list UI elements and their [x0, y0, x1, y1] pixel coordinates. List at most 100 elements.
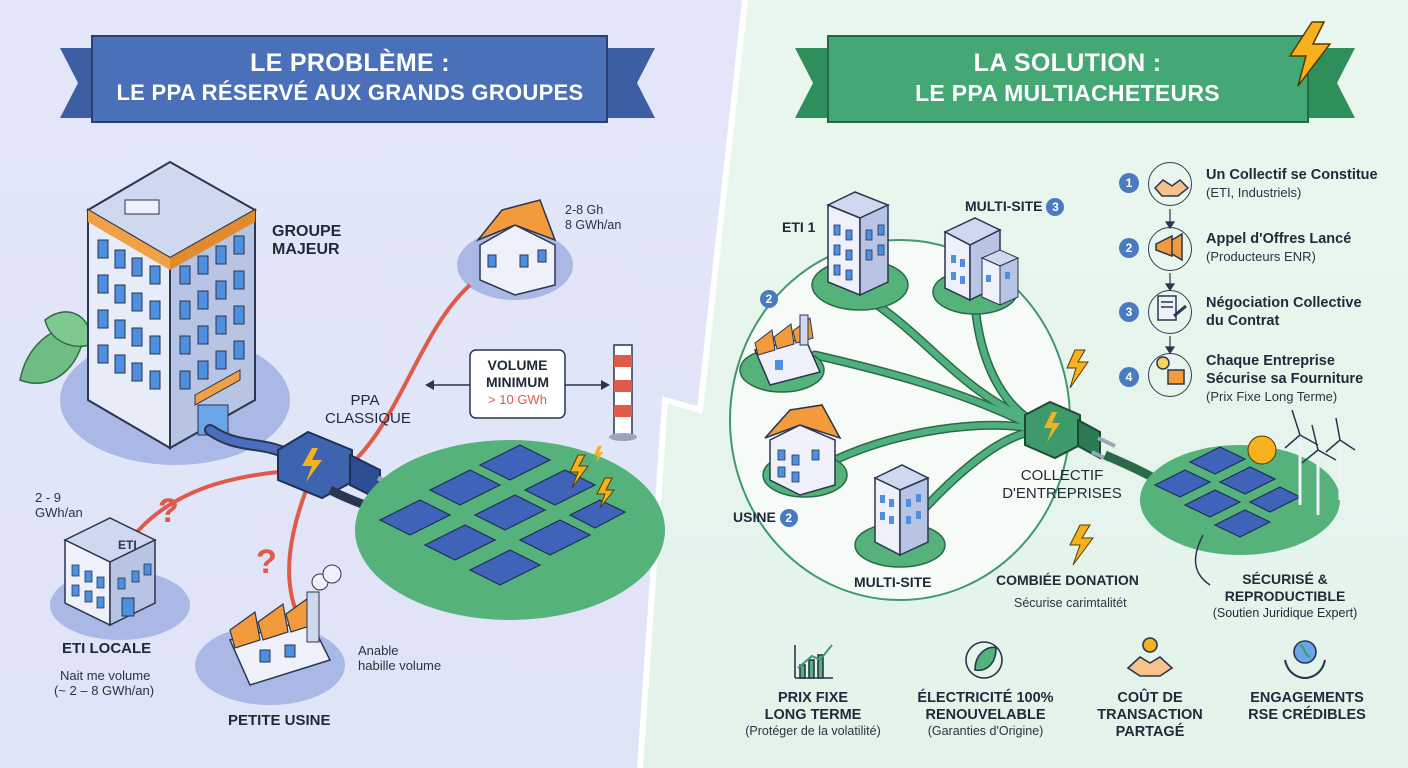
step-3-title: Négociation Collective	[1206, 295, 1362, 311]
multisite-top-label: MULTI-SITE 3	[965, 197, 1065, 217]
benefit-3-line1: COÛT DE	[1117, 690, 1183, 706]
benefit-2-line1: ÉLECTRICITÉ 100%	[917, 690, 1054, 706]
usine-right-factory	[753, 314, 822, 386]
groupe-majeur-building	[86, 160, 258, 450]
hands-globe-icon-shape	[1284, 640, 1326, 680]
right-banner-line1: LA SOLUTION :	[973, 49, 1162, 77]
benefit-3-line2: TRANSACTION	[1097, 707, 1203, 723]
collectif-label: COLLECTIF D'ENTREPRISES	[1002, 467, 1122, 503]
step-4-title2: Sécurise sa Fourniture	[1206, 371, 1364, 387]
volume-line2: MINIMUM	[486, 374, 549, 390]
volume-minimum-label: VOLUME MINIMUM > 10 GWh	[470, 357, 565, 408]
contract-gavel-icon	[1148, 290, 1192, 334]
benefit-1-line2: LONG TERME	[764, 707, 862, 723]
petite-usine-factory	[228, 564, 342, 686]
multisite-top-building	[943, 217, 1020, 306]
right-banner-line2: LE PPA MULTIACHETEURS	[915, 80, 1220, 106]
step-1-title: Un Collectif se Constitue	[1206, 167, 1378, 183]
petite-usine-title: PETITE USINE	[228, 712, 331, 729]
secured-line2: REPRODUCTIBLE	[1224, 588, 1346, 604]
step-1-number: 1	[1119, 173, 1139, 193]
left-solar-panels	[378, 444, 627, 586]
step-4-title: Chaque Entreprise	[1206, 353, 1335, 369]
multisite-top-badge: 3	[1046, 198, 1065, 217]
lightning-bolt-icon	[1288, 21, 1332, 87]
groupe-majeur-line1: GROUPE	[272, 223, 342, 240]
step-2-title: Appel d'Offres Lancé	[1206, 231, 1352, 247]
lightbulb-factory-icon	[1148, 353, 1192, 397]
benefit-3-title: COÛT DE TRANSACTION PARTAGÉ	[1080, 690, 1220, 741]
step-4-sub: (Prix Fixe Long Terme)	[1206, 389, 1338, 404]
left-banner-ribbon	[60, 35, 655, 123]
eti1-building	[826, 191, 890, 297]
collectif-plug	[1024, 400, 1116, 462]
eti-building-sign: ETI	[118, 538, 137, 552]
benefit-4-line1: ENGAGEMENTS	[1250, 690, 1364, 706]
eti-locale-desc: Nait me volume (~ 2 – 8 GWh/an)	[54, 668, 154, 698]
benefit-4-line2: RSE CRÉDIBLES	[1248, 707, 1366, 723]
right-solar-panels	[1153, 446, 1302, 538]
badge-2: 2	[760, 290, 778, 308]
usine-desc-line2: habille volume	[358, 658, 442, 673]
leaf-globe-icon-shape	[965, 641, 1003, 679]
combination-title: COMBIÉE DONATION	[996, 572, 1139, 588]
step-1-sub: (ETI, Industriels)	[1206, 185, 1302, 200]
left-banner-line1: LE PROBLÈME :	[250, 49, 450, 77]
collectif-line1: COLLECTIF	[1020, 467, 1104, 484]
right-banner-ribbon	[795, 35, 1355, 123]
volume-minimum-box	[469, 349, 566, 419]
barrier-post	[609, 344, 637, 441]
collectif-line2: D'ENTREPRISES	[1002, 485, 1122, 502]
benefit-3-line3: PARTAGÉ	[1115, 724, 1185, 740]
hands-globe-icon	[1283, 638, 1328, 680]
volume-line1: VOLUME	[487, 357, 548, 373]
benefit-1-title: PRIX FIXE LONG TERME	[733, 690, 893, 724]
benefit-2-sub: (Garanties d'Origine)	[927, 724, 1044, 738]
chart-up-icon-shape	[794, 644, 833, 679]
top-house-line1: 2-8 Gh	[565, 203, 604, 217]
ppa-classique-label: PPA CLASSIQUE	[325, 392, 411, 428]
top-house-line2: 8 GWh/an	[565, 218, 622, 232]
groupe-majeur-line2: MAJEUR	[272, 241, 340, 258]
left-banner: LE PROBLÈME : LE PPA RÉSERVÉ AUX GRANDS …	[110, 48, 590, 108]
eti-desc-line2: (~ 2 – 8 GWh/an)	[54, 683, 155, 698]
node-badge-2: 2	[760, 290, 778, 308]
benefit-1-line1: PRIX FIXE	[777, 690, 849, 706]
eti-locale-building	[63, 517, 157, 627]
groupe-majeur-label: GROUPE MAJEUR	[272, 223, 341, 259]
question-mark-usine: ?	[256, 543, 277, 581]
right-banner: LA SOLUTION : LE PPA MULTIACHETEURS	[845, 48, 1290, 108]
step-4-number: 4	[1119, 367, 1139, 387]
usine-label: USINE 2	[733, 508, 798, 528]
eti-volume-line1: 2 - 9	[35, 490, 62, 505]
eti1-label: ETI 1	[782, 219, 816, 235]
combination-sub: Sécurise carimtalitét	[1014, 596, 1127, 610]
handshake-icon	[1148, 162, 1192, 206]
eti-locale-volume: 2 - 9 GWh/an	[35, 490, 83, 520]
leaf-globe-icon	[964, 640, 1006, 682]
usine-text: USINE	[733, 509, 776, 525]
eti-desc-line1: Nait me volume	[60, 668, 151, 683]
secured-sub: (Soutien Juridique Expert)	[1212, 606, 1358, 620]
left-banner-line2: LE PPA RÉSERVÉ AUX GRANDS GROUPES	[116, 80, 584, 105]
usine-house	[764, 404, 842, 496]
ppa-line1: PPA	[350, 392, 380, 409]
benefit-4-title: ENGAGEMENTS RSE CRÉDIBLES	[1232, 690, 1382, 724]
benefit-2-title: ÉLECTRICITÉ 100% RENOUVELABLE	[903, 690, 1068, 724]
question-mark-eti: ?	[158, 492, 179, 530]
multisite-bottom-label: MULTI-SITE	[854, 574, 932, 590]
step-3-title2: du Contrat	[1206, 313, 1280, 329]
multisite-bottom-building	[873, 464, 930, 557]
ppa-line2: CLASSIQUE	[325, 410, 411, 427]
benefit-2-line2: RENOUVELABLE	[925, 707, 1046, 723]
step-2-sub: (Producteurs ENR)	[1206, 249, 1316, 264]
volume-threshold: > 10 GWh	[488, 392, 547, 407]
handshake-coin-icon-shape	[1126, 637, 1174, 677]
megaphone-icon	[1148, 227, 1192, 271]
benefit-1-sub: (Protéger de la volatilité)	[745, 724, 881, 738]
eti-locale-title: ETI LOCALE	[62, 640, 152, 657]
secured-line1: SÉCURISÉ &	[1242, 571, 1328, 587]
petite-usine-desc: Anable habille volume	[358, 643, 441, 673]
eti-volume-line2: GWh/an	[35, 505, 83, 520]
